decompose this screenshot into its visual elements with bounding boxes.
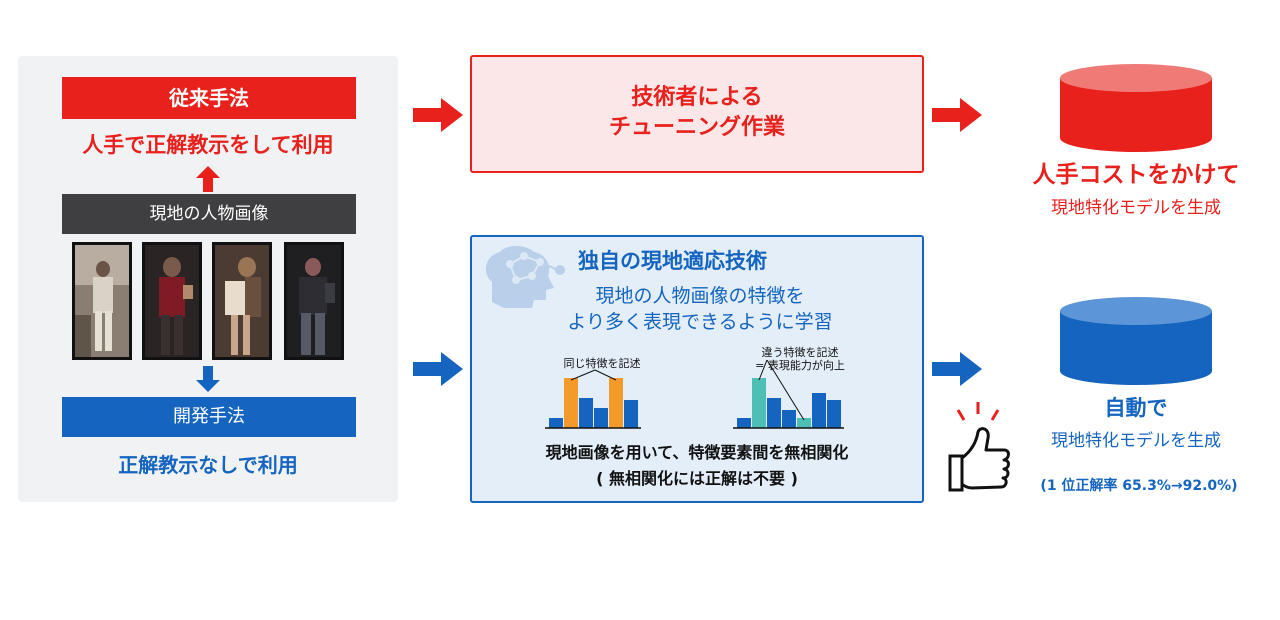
local-images-header: 現地の人物画像 (62, 194, 356, 234)
arrow-right-icon (932, 352, 982, 386)
arrow-right-icon (413, 98, 463, 132)
chart2-label: 違う特徴を記述 = 表現能力が向上 (720, 346, 880, 372)
feature-bar (812, 393, 826, 428)
person-image-4 (284, 242, 344, 360)
pointer-line (594, 369, 617, 381)
tech-summary-line2: ( 無相関化には正解は不要 ) (596, 469, 798, 488)
feature-chart-2 (733, 360, 844, 429)
tech-title: 独自の現地適応技術 (578, 249, 767, 273)
database-red-icon (1060, 64, 1212, 152)
arrow-right-icon (932, 98, 982, 132)
auto-result-subtitle: 現地特化モデルを生成 (1051, 431, 1221, 451)
down-arrow-icon (196, 366, 220, 392)
tech-summary-line1: 現地画像を用いて、特徴要素間を無相関化 (545, 443, 849, 462)
feature-bar (594, 408, 608, 428)
up-arrow-icon (196, 166, 220, 192)
auto-result-title: 自動で (1104, 396, 1168, 420)
brain-network-icon (485, 246, 565, 308)
legacy-method-header: 従来手法 (62, 77, 356, 119)
feature-bar (797, 418, 811, 428)
tech-description: 現地の人物画像の特徴を より多く表現できるように学習 (490, 283, 910, 335)
feature-bar (624, 400, 638, 428)
feature-bar (767, 398, 781, 428)
feature-bar (752, 378, 766, 428)
developed-method-description: 正解教示なしで利用 (118, 453, 298, 477)
developed-method-header: 開発手法 (62, 397, 356, 437)
tech-desc-line2: より多く表現できるように学習 (567, 311, 833, 333)
chart1-label: 同じ特徴を記述 (563, 357, 641, 370)
tuning-label-line2: チューニング作業 (608, 115, 785, 140)
tuning-label: 技術者による チューニング作業 (470, 83, 924, 143)
feature-bar (827, 400, 841, 428)
person-image-1 (72, 242, 132, 360)
feature-bar (782, 410, 796, 428)
person-image-2 (142, 242, 202, 360)
feature-bar (609, 378, 623, 428)
pointer-line (766, 360, 805, 421)
chart2-label-line2: = 表現能力が向上 (755, 359, 845, 372)
manual-result-title: 人手コストをかけて (1032, 162, 1240, 188)
person-image-3 (212, 242, 272, 360)
feature-bar (737, 418, 751, 428)
feature-bar (564, 378, 578, 428)
tech-desc-line1: 現地の人物画像の特徴を (595, 285, 805, 307)
thumbs-up-icon (948, 402, 1010, 492)
feature-bar (549, 418, 563, 428)
auto-result-accuracy: (1 位正解率 65.3%→92.0%) (1040, 478, 1238, 494)
tech-box (470, 235, 924, 503)
pointer-line (570, 369, 596, 381)
arrow-right-icon (413, 352, 463, 386)
chart2-label-line1: 違う特徴を記述 (761, 346, 839, 359)
feature-chart-1 (545, 369, 641, 429)
database-blue-icon (1060, 297, 1212, 385)
tuning-box (470, 55, 924, 173)
legacy-method-description: 人手で正解教示をして利用 (82, 133, 334, 157)
feature-bar (579, 398, 593, 428)
pointer-line (758, 360, 768, 381)
tuning-label-line1: 技術者による (631, 85, 763, 110)
tech-summary: 現地画像を用いて、特徴要素間を無相関化 ( 無相関化には正解は不要 ) (480, 440, 914, 492)
manual-result-subtitle: 現地特化モデルを生成 (1051, 198, 1221, 218)
